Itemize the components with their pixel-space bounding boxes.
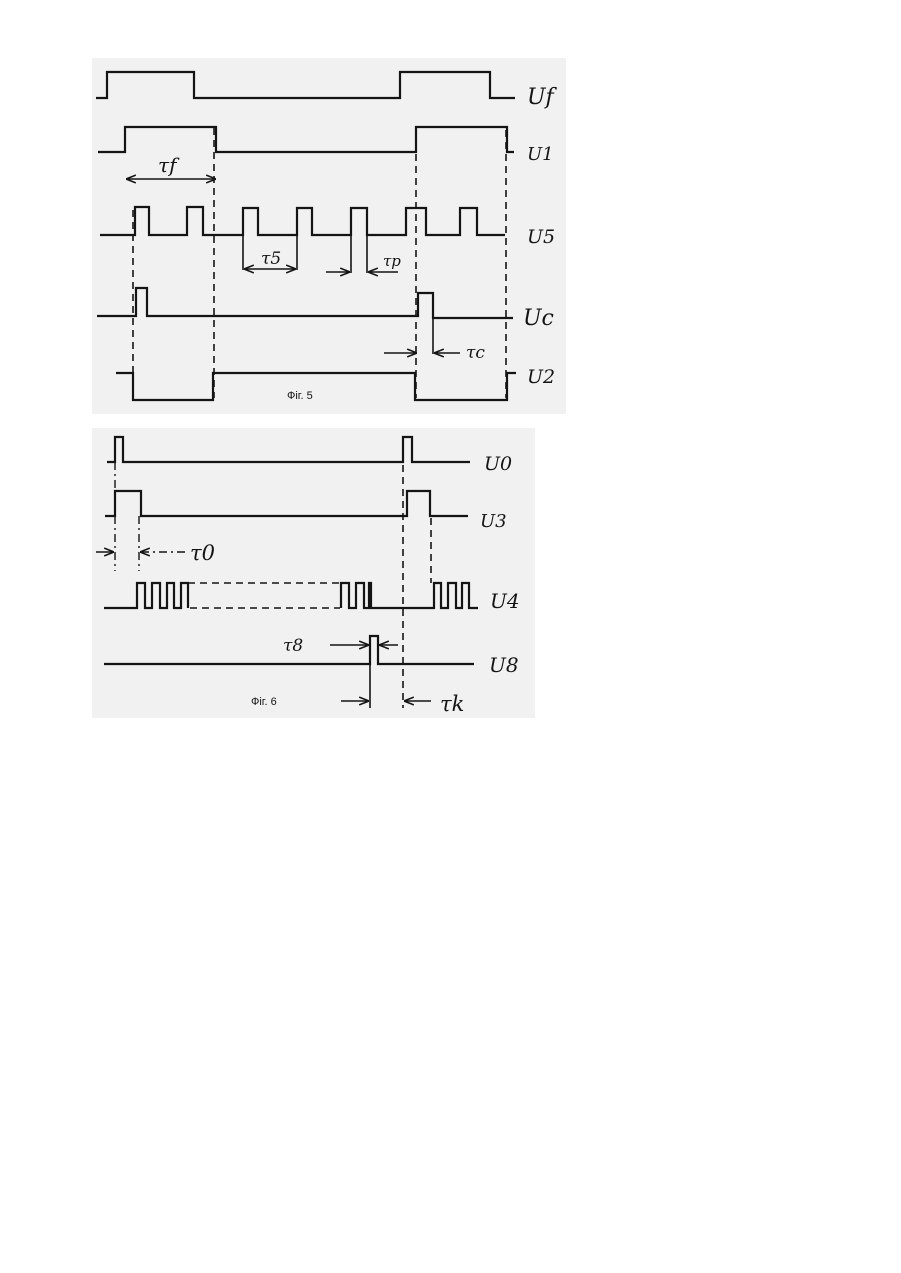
label-tau-0: τ0	[190, 541, 215, 565]
label-u2: U2	[527, 366, 555, 388]
waveform-u3	[105, 491, 468, 516]
label-uf: Uf	[527, 85, 558, 110]
label-tau-k: τk	[440, 692, 464, 716]
figure-5: Uf U1 U5 Uc U2 τf τ5 τp τc Фіг. 5	[96, 72, 558, 402]
label-u3: U3	[480, 511, 507, 532]
label-u1: U1	[527, 144, 554, 165]
waveform-u1	[98, 127, 514, 152]
label-tau-8: τ8	[283, 636, 303, 656]
figure-5-caption: Фіг. 5	[287, 390, 313, 402]
label-tau-p: τp	[383, 252, 401, 270]
label-uc: Uc	[523, 306, 554, 331]
waveform-u0	[107, 437, 470, 462]
figure-6: U0 U3 U4 U8 τ0 τ8 τk Фіг. 6	[96, 437, 520, 716]
label-tau-f: τf	[158, 153, 180, 177]
label-u4: U4	[490, 589, 520, 613]
tau-p-extension-lines	[351, 235, 367, 273]
label-u5: U5	[527, 226, 555, 248]
label-u8: U8	[489, 653, 519, 677]
label-tau-5: τ5	[261, 249, 281, 269]
waveform-u5	[100, 207, 505, 235]
label-tau-c: τc	[466, 343, 485, 363]
waveform-u2	[116, 373, 516, 400]
waveform-uf	[96, 72, 515, 98]
label-u0: U0	[484, 453, 512, 475]
waveform-u4	[104, 583, 478, 608]
u4-omitted-pulses	[188, 583, 341, 608]
figure-6-caption: Фіг. 6	[251, 696, 277, 708]
waveform-uc	[97, 288, 513, 318]
